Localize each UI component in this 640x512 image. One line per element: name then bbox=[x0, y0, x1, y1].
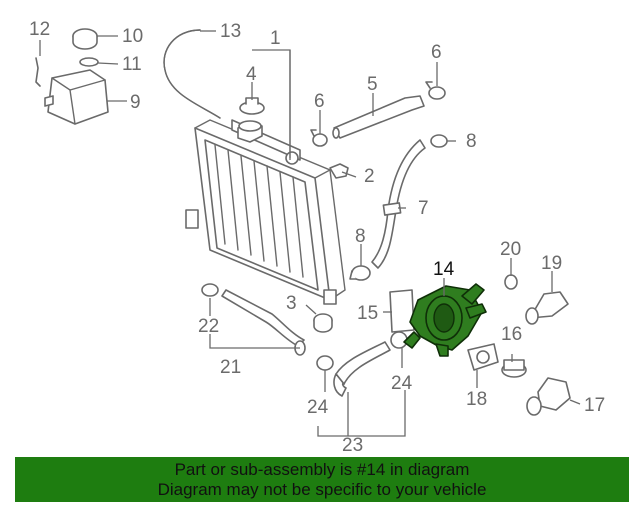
label-part-17: 17 bbox=[584, 395, 605, 416]
exploded-parts-diagram: 1 2 3 4 5 6 6 7 8 8 9 10 11 12 13 14 15 … bbox=[29, 19, 605, 455]
label-part-2: 2 bbox=[364, 166, 375, 187]
label-part-3: 3 bbox=[286, 293, 297, 314]
label-part-21: 21 bbox=[220, 357, 241, 378]
label-part-7: 7 bbox=[418, 198, 429, 219]
label-part-4: 4 bbox=[246, 64, 257, 85]
leader-lines bbox=[39, 30, 581, 437]
reservoir-cap[interactable] bbox=[72, 28, 98, 50]
hose-clamp-6-upper[interactable] bbox=[425, 81, 446, 100]
label-part-16: 16 bbox=[501, 324, 522, 345]
upper-radiator-hose[interactable] bbox=[332, 95, 425, 139]
o-ring-20[interactable] bbox=[504, 274, 518, 290]
label-part-10: 10 bbox=[122, 26, 143, 47]
label-part-6-upper: 6 bbox=[431, 42, 442, 63]
label-part-12: 12 bbox=[29, 19, 50, 40]
label-part-9: 9 bbox=[130, 92, 141, 113]
coolant-reservoir-tank[interactable] bbox=[44, 69, 109, 125]
label-part-11: 11 bbox=[122, 54, 142, 75]
mounting-bracket[interactable] bbox=[329, 163, 349, 179]
label-part-14-highlighted: 14 bbox=[433, 259, 455, 280]
label-part-19: 19 bbox=[541, 253, 562, 274]
gasket-15[interactable] bbox=[389, 289, 415, 333]
label-part-8-lower: 8 bbox=[355, 226, 366, 247]
pipe-o-ring[interactable] bbox=[201, 283, 219, 297]
banner-line-disclaimer: Diagram may not be specific to your vehi… bbox=[157, 480, 487, 499]
reservoir-hose-small[interactable] bbox=[35, 57, 41, 87]
overflow-hose[interactable] bbox=[163, 29, 221, 119]
radiator-cap[interactable] bbox=[239, 97, 265, 115]
hose-clamp-8-lower[interactable] bbox=[349, 265, 371, 281]
label-part-15: 15 bbox=[357, 303, 378, 324]
label-part-8-upper: 8 bbox=[466, 131, 477, 152]
thermostat-housing-part-14[interactable] bbox=[403, 283, 487, 357]
reservoir-o-ring[interactable] bbox=[79, 57, 99, 67]
thermostat-16[interactable] bbox=[501, 359, 527, 378]
label-part-13: 13 bbox=[220, 21, 241, 42]
label-part-1: 1 bbox=[270, 28, 281, 49]
label-part-6-lower: 6 bbox=[314, 91, 325, 112]
label-part-5: 5 bbox=[367, 74, 378, 95]
radiator[interactable] bbox=[185, 119, 346, 305]
gasket-18[interactable] bbox=[467, 343, 499, 371]
hose-clamp-8-upper[interactable] bbox=[430, 134, 448, 148]
hose-clamp-6-lower[interactable] bbox=[310, 129, 328, 147]
label-part-20: 20 bbox=[500, 239, 521, 260]
hose-clamp-24-left[interactable] bbox=[316, 355, 334, 371]
thermostat-cover-17[interactable] bbox=[526, 377, 571, 416]
water-outlet-19[interactable] bbox=[525, 291, 569, 325]
label-part-24-right: 24 bbox=[391, 373, 413, 394]
label-part-18: 18 bbox=[466, 389, 487, 410]
notice-banner: Part or sub-assembly is #14 in diagram D… bbox=[15, 457, 629, 502]
lower-radiator-hose[interactable] bbox=[371, 139, 426, 269]
label-part-22: 22 bbox=[198, 316, 219, 337]
hose-clamp-24-right[interactable] bbox=[390, 331, 408, 349]
banner-line-part-reference: Part or sub-assembly is #14 in diagram bbox=[174, 460, 470, 479]
grommet[interactable] bbox=[313, 313, 333, 333]
label-part-24-left: 24 bbox=[307, 397, 329, 418]
label-part-23: 23 bbox=[342, 435, 363, 455]
heater-hose[interactable] bbox=[333, 341, 391, 397]
radiator-cap-neck[interactable] bbox=[237, 120, 263, 143]
